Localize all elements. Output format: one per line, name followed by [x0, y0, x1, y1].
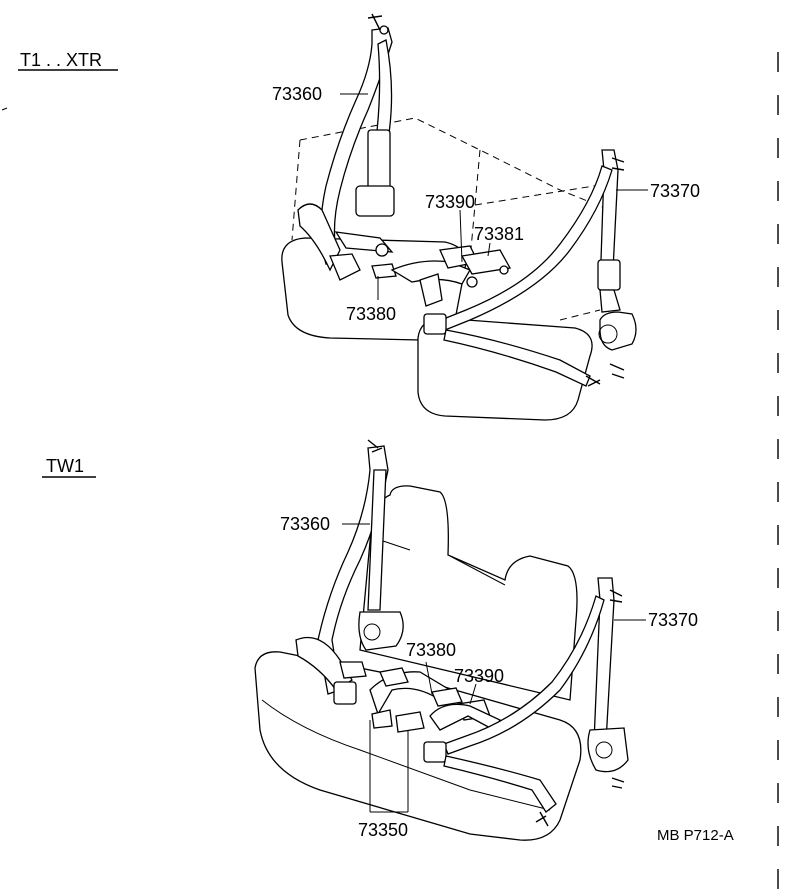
top-part-callouts: 73360 73390 73381 73380 73370 — [272, 84, 700, 324]
part-number-73380-bottom: 73380 — [406, 640, 456, 660]
part-number-73370-bottom: 73370 — [648, 610, 698, 630]
part-number-73380-top: 73380 — [346, 304, 396, 324]
part-number-73360-top: 73360 — [272, 84, 322, 104]
part-number-73360-bottom: 73360 — [280, 514, 330, 534]
stray-mark — [1, 107, 8, 111]
part-number-73390-top: 73390 — [425, 192, 475, 212]
drawing-code: MB P712-A — [657, 827, 734, 844]
part-number-73370-top: 73370 — [650, 181, 700, 201]
part-number-73390-bottom: 73390 — [454, 666, 504, 686]
bottom-part-callouts: 73360 73380 73390 73370 73350 — [280, 514, 698, 840]
bottom-assembly-drawing — [254, 439, 629, 841]
part-number-73381-top: 73381 — [474, 224, 524, 244]
section-title-tw1: TW1 — [46, 456, 84, 476]
section-title-t1-xtr: T1 . . XTR — [20, 50, 102, 70]
top-assembly-drawing — [281, 13, 637, 421]
part-number-73350-bottom: 73350 — [358, 820, 408, 840]
